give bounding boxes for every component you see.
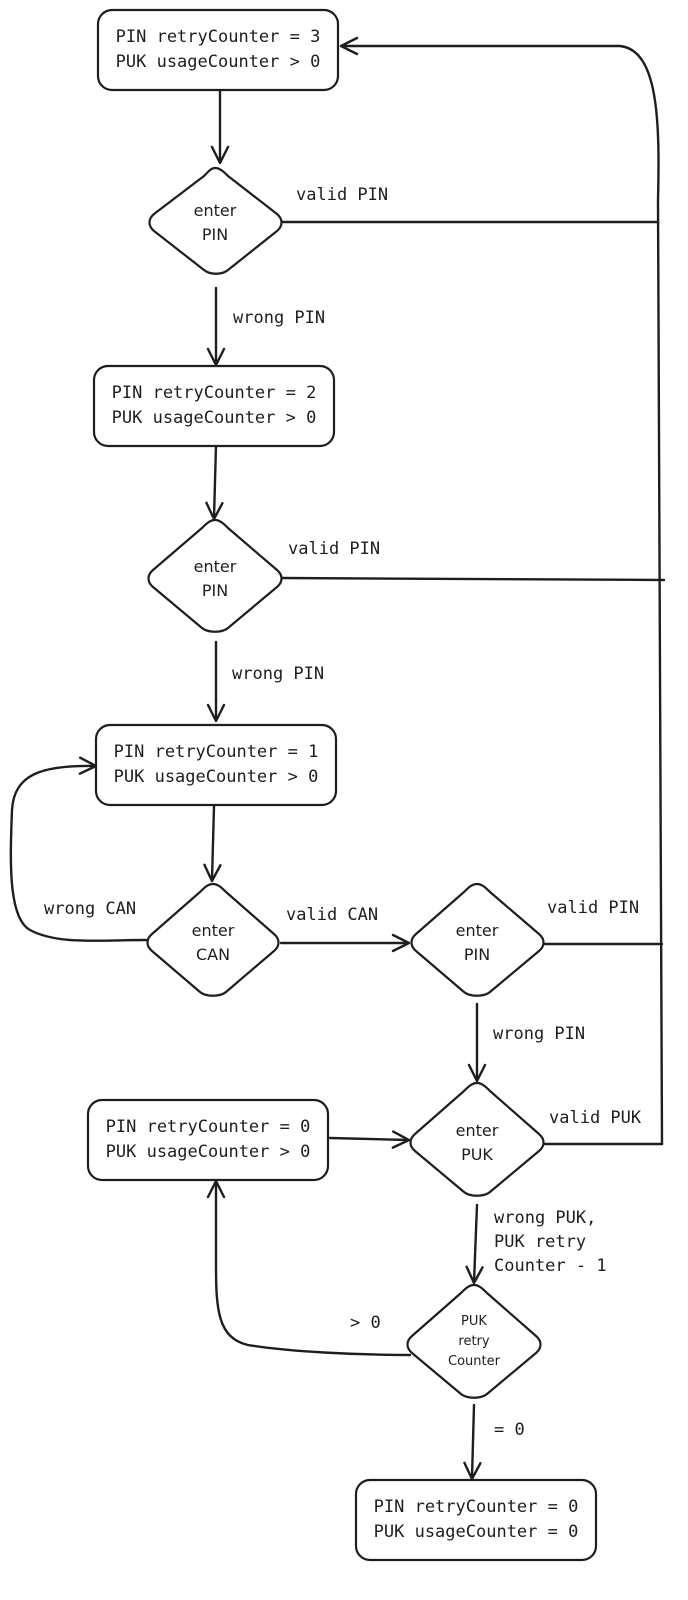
diamond-line-2: PIN <box>464 945 490 964</box>
decision-enter-can: enter CAN <box>146 882 280 997</box>
state-line-2: PUK usageCounter > 0 <box>114 767 319 787</box>
label-valid-puk: valid PUK <box>549 1108 642 1128</box>
state-box-retry-0: PIN retryCounter = 0 PUK usageCounter > … <box>86 1098 330 1182</box>
label-wrong-pin-3: wrong PIN <box>493 1024 585 1044</box>
state-line-1: PIN retryCounter = 3 <box>116 27 321 47</box>
diamond-line-2: PIN <box>202 581 228 600</box>
diamond-line-2: PUK <box>461 1145 493 1164</box>
label-equals-zero: = 0 <box>494 1420 525 1440</box>
line-valid-pin-2 <box>280 576 666 582</box>
decision-puk-retry-counter: PUK retry Counter <box>406 1283 542 1399</box>
arrow-puk-retry-counter-eq-zero <box>463 1403 482 1481</box>
diamond-line-2: CAN <box>196 945 230 964</box>
state-line-1: PIN retryCounter = 1 <box>114 742 319 762</box>
label-wrong-puk-line-2: PUK retry <box>494 1232 586 1252</box>
state-line-2: PUK usageCounter = 0 <box>374 1522 579 1542</box>
label-wrong-puk-line-1: wrong PUK, <box>494 1208 596 1228</box>
state-box-retry-3: PIN retryCounter = 3 PUK usageCounter > … <box>96 8 340 92</box>
state-box-blocked: PIN retryCounter = 0 PUK usageCounter = … <box>354 1478 598 1562</box>
diamond-line-1: enter <box>194 557 237 576</box>
decision-enter-pin-3: enter PIN <box>410 882 545 997</box>
label-valid-pin-2: valid PIN <box>288 539 380 559</box>
diamond-line-2: retry <box>458 1334 489 1349</box>
arrow-wrong-can-loop <box>9 756 148 942</box>
diamond-line-1: enter <box>456 921 499 940</box>
return-line-to-state3 <box>339 36 664 1146</box>
state-line-2: PUK usageCounter > 0 <box>116 52 321 72</box>
state-box-retry-1: PIN retryCounter = 1 PUK usageCounter > … <box>94 723 338 807</box>
state-line-2: PUK usageCounter > 0 <box>112 408 317 428</box>
label-valid-can: valid CAN <box>286 905 378 925</box>
state-line-1: PIN retryCounter = 0 <box>106 1117 311 1137</box>
connectors <box>9 36 666 1481</box>
label-valid-pin-3: valid PIN <box>547 898 639 918</box>
arrow-state1-to-enter-can <box>203 804 222 883</box>
arrow-enter-puk-to-puk-retry-counter <box>465 1203 484 1285</box>
diamond-line-1: enter <box>192 921 235 940</box>
label-wrong-can: wrong CAN <box>44 899 136 919</box>
decision-enter-puk: enter PUK <box>409 1081 545 1197</box>
label-valid-pin-1: valid PIN <box>296 185 388 205</box>
diamond-line-1: PUK <box>461 1314 487 1329</box>
arrow-state2-to-enter-pin-2 <box>205 443 224 521</box>
label-wrong-puk-line-3: Counter - 1 <box>494 1256 607 1276</box>
arrow-state0-to-enter-puk <box>328 1130 411 1149</box>
diamond-line-2: PIN <box>202 225 228 244</box>
decision-enter-pin-2: enter PIN <box>147 518 283 633</box>
state-line-1: PIN retryCounter = 0 <box>374 1497 579 1517</box>
edge-labels: valid PIN wrong PIN valid PIN wrong PIN … <box>44 185 642 1440</box>
state-line-2: PUK usageCounter > 0 <box>106 1142 311 1162</box>
label-wrong-pin-1: wrong PIN <box>233 308 325 328</box>
state-box-retry-2: PIN retryCounter = 2 PUK usageCounter > … <box>92 364 336 448</box>
label-wrong-pin-2: wrong PIN <box>232 664 324 684</box>
decision-enter-pin-1: enter PIN <box>148 166 283 275</box>
diamond-line-3: Counter <box>448 1354 501 1369</box>
state-line-1: PIN retryCounter = 2 <box>112 383 317 403</box>
diamond-line-1: enter <box>456 1121 499 1140</box>
label-greater-than-zero: > 0 <box>350 1313 381 1333</box>
diamond-line-1: enter <box>194 201 237 220</box>
arrow-puk-retry-counter-gt-zero <box>206 1179 412 1357</box>
